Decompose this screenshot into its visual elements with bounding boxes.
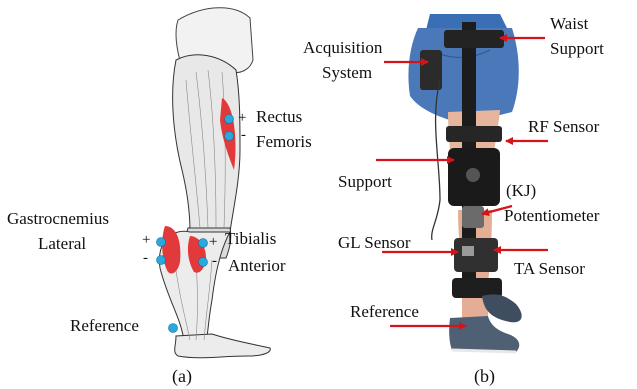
label-kj: (KJ) (506, 181, 536, 200)
sensor-chip (462, 246, 474, 256)
orthosis-photo (408, 14, 521, 352)
label-lateral: Lateral (38, 234, 86, 253)
gl-electrode-plus (157, 238, 166, 247)
reference-electrode (169, 324, 178, 333)
label-femoris: Femoris (256, 132, 312, 151)
rf-plus-sign: + (238, 111, 246, 126)
thigh-strap (446, 126, 502, 142)
label-ta-sensor: TA Sensor (514, 259, 585, 278)
label-waist-support: Support (550, 39, 604, 58)
caption-a: (a) (172, 366, 192, 386)
caption-b: (b) (474, 366, 495, 386)
foot-shape (175, 334, 271, 358)
ta-plus-sign: + (209, 235, 217, 250)
gl-minus-sign: - (143, 251, 148, 266)
label-reference-a: Reference (70, 316, 139, 335)
label-gl-sensor: GL Sensor (338, 233, 411, 252)
label-tibialis: Tibialis (225, 229, 276, 248)
gl-electrode-minus (157, 256, 166, 265)
gl-plus-sign: + (142, 233, 150, 248)
label-acquisition: Acquisition (303, 38, 382, 57)
label-waist: Waist (550, 14, 588, 33)
label-rf-sensor: RF Sensor (528, 117, 599, 136)
label-anterior: Anterior (228, 256, 286, 275)
label-rectus: Rectus (256, 107, 302, 126)
ta-minus-sign: - (212, 254, 217, 269)
sensor-module (454, 238, 498, 272)
ta-electrode-minus (199, 258, 208, 267)
label-system: System (322, 63, 372, 82)
rf-minus-sign: - (241, 128, 246, 143)
leg-anatomy-illustration (159, 8, 270, 358)
knee-joint (466, 168, 480, 182)
waist-support (444, 30, 504, 48)
label-reference-b: Reference (350, 302, 419, 321)
label-gastrocnemius: Gastrocnemius (7, 209, 109, 228)
ta-electrode-plus (199, 239, 208, 248)
potentiometer-unit (462, 206, 484, 228)
rf-electrode-plus (225, 115, 234, 124)
rf-electrode-minus (225, 132, 234, 141)
label-potentiometer: Potentiometer (504, 206, 599, 225)
label-support: Support (338, 172, 392, 191)
